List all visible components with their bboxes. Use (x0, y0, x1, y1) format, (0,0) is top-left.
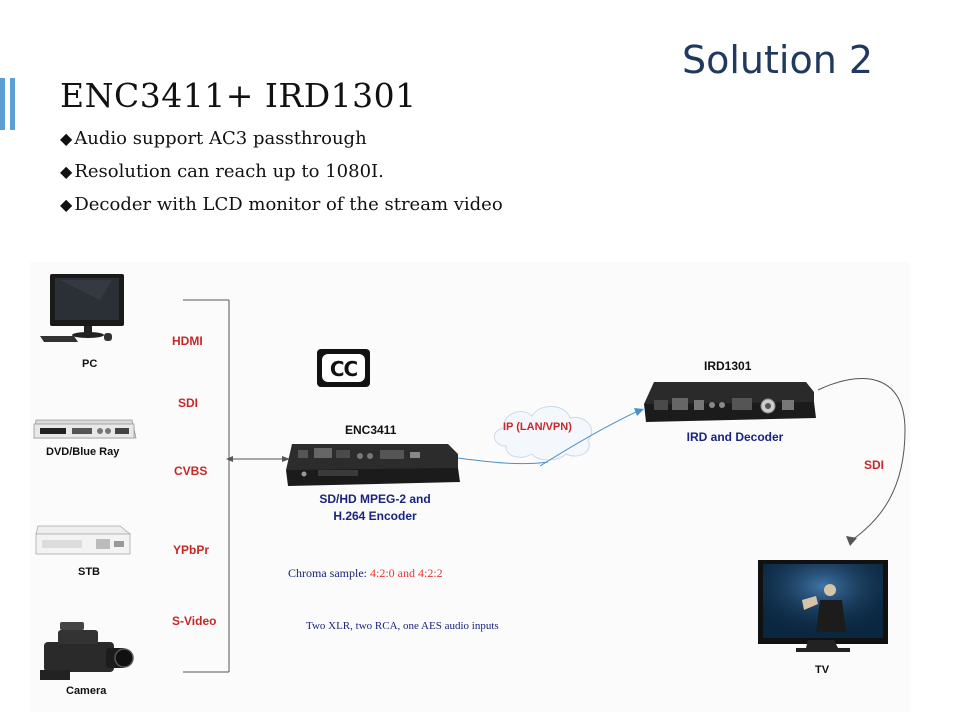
chroma-sample-note: Chroma sample: 4:2:0 and 4:2:2 (288, 566, 443, 581)
network-label: IP (LAN/VPN) (503, 421, 572, 433)
signal-label-cvbs: CVBS (174, 464, 207, 478)
chroma-sample-value: 4:2:0 and 4:2:2 (370, 566, 443, 580)
signal-label-hdmi: HDMI (172, 334, 203, 348)
source-label-stb: STB (78, 566, 100, 578)
decoder-description: IRD and Decoder (680, 429, 790, 446)
encoder-device (286, 444, 460, 486)
signal-label-ypbpr: YPbPr (173, 543, 209, 557)
dvd-player-icon (34, 420, 136, 438)
encoder-description-line2: H.264 Encoder (300, 508, 450, 525)
cc-logo-text: CC (330, 357, 358, 381)
signal-label-svideo: S-Video (172, 614, 216, 628)
encoder-description: SD/HD MPEG-2 and H.264 Encoder (300, 491, 450, 525)
diagram-background (30, 262, 910, 712)
output-signal-label: SDI (864, 458, 884, 472)
source-label-dvd: DVD/Blue Ray (46, 446, 119, 458)
decoder-name: IRD1301 (704, 359, 751, 373)
chroma-sample-prefix: Chroma sample: (288, 566, 370, 580)
set-top-box-icon (36, 526, 130, 554)
decoder-device (644, 382, 816, 422)
tv-label: TV (815, 664, 829, 676)
closed-caption-icon: CC (317, 349, 370, 387)
source-label-camera: Camera (66, 685, 106, 697)
tv-icon (758, 560, 888, 652)
audio-inputs-note: Two XLR, two RCA, one AES audio inputs (306, 620, 499, 632)
signal-label-sdi: SDI (178, 396, 198, 410)
encoder-description-line1: SD/HD MPEG-2 and (300, 491, 450, 508)
source-label-pc: PC (82, 358, 97, 370)
encoder-name: ENC3411 (345, 423, 396, 437)
